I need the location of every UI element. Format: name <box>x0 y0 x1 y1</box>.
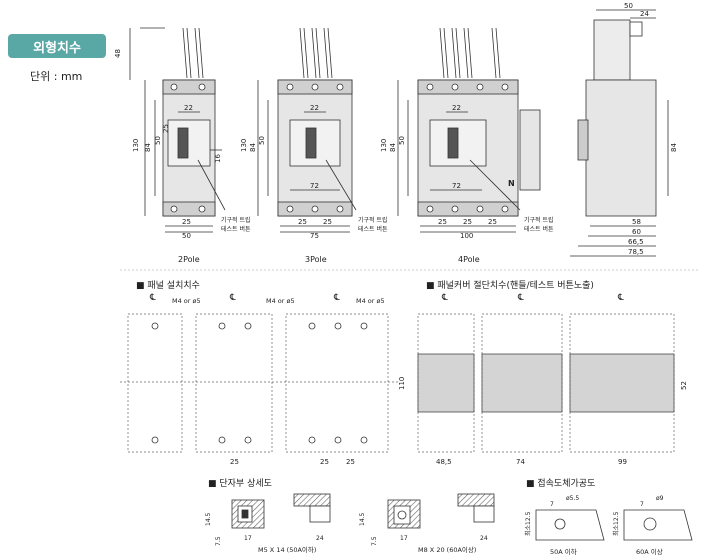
dim-7-term-2: 7.5 <box>371 536 378 546</box>
dim-52-cut: 52 <box>680 381 688 390</box>
breaker-3pole <box>257 27 357 233</box>
dim-16-2p: 16 <box>214 154 222 163</box>
dim-pitch-3p-b: 25 <box>323 218 332 226</box>
dim-110: 110 <box>398 377 406 390</box>
dim-pitch-4p-a: 25 <box>438 218 447 226</box>
busbar-min-1: 최소12.5 <box>524 511 532 536</box>
busbar-caption-1: 50A 이하 <box>550 547 577 556</box>
panel-cut-drawings <box>417 313 675 453</box>
callout-4p-l2: 테스트 버튼 <box>524 225 554 233</box>
callout-2p-l1: 기구적 트립 <box>221 216 251 224</box>
dim-60-side: 60 <box>632 228 641 236</box>
hole-label-1: M4 or ø5 <box>172 297 201 305</box>
neutral-mark: N <box>508 179 515 188</box>
busbar-drawings <box>535 509 693 541</box>
dim-17-term-1: 17 <box>244 535 252 542</box>
cl-mark-2: ℄ <box>229 293 236 303</box>
dim-width-4p: 100 <box>460 232 473 240</box>
dim-width-3p: 75 <box>310 232 319 240</box>
dim-24-term-2: 24 <box>480 535 488 542</box>
dim-66-side: 66,5 <box>628 238 644 246</box>
callout-3p-l1: 기구적 트립 <box>358 216 388 224</box>
dim-48: 48 <box>114 49 122 58</box>
terminal-title: ■ 단자부 상세도 <box>208 478 272 489</box>
busbar-caption-2: 60A 이상 <box>636 547 663 556</box>
dim-pitch-4p-c: 25 <box>488 218 497 226</box>
dim-pitch-3p-a: 25 <box>298 218 307 226</box>
cl-cut-1: ℄ <box>441 293 448 303</box>
dim-50-4p: 50 <box>398 136 406 145</box>
dim-84-3p: 84 <box>249 143 257 152</box>
section-badge: 외형치수 <box>8 34 106 58</box>
dim-48-cut: 48,5 <box>436 458 452 466</box>
dim-84-side: 84 <box>670 143 678 152</box>
dim-99-cut: 99 <box>618 458 627 466</box>
dim-24-term-1: 24 <box>316 535 324 542</box>
panel-cut-title: ■ 패널커버 절단치수(핸들/테스트 버튼노출) <box>426 279 594 291</box>
dim-72-4p: 72 <box>452 182 461 190</box>
hole-label-3: M4 or ø5 <box>356 297 385 305</box>
cl-cut-3: ℄ <box>617 293 624 303</box>
label-2pole: 2Pole <box>178 255 200 264</box>
dim-50-2p: 50 <box>154 136 162 145</box>
dim-24-side: 24 <box>640 10 649 18</box>
dim-84-2p: 84 <box>144 143 152 152</box>
dim-width-2p: 50 <box>182 232 191 240</box>
dim-14-term-2: 14.5 <box>359 512 366 526</box>
dim-78-side: 78,5 <box>628 248 644 256</box>
dim-58-side: 58 <box>632 218 641 226</box>
callout-3p-l2: 테스트 버튼 <box>358 225 388 233</box>
label-4pole: 4Pole <box>458 255 480 264</box>
busbar-title: ■ 접속도체가공도 <box>526 477 595 489</box>
dim-25-2p: 25 <box>162 124 170 133</box>
breaker-2pole <box>129 27 226 233</box>
side-view <box>570 9 669 257</box>
cl-mark-1: ℄ <box>149 293 156 303</box>
dim-130-3p: 130 <box>240 139 248 152</box>
cl-cut-2: ℄ <box>517 293 524 303</box>
breaker-4pole <box>397 27 541 233</box>
dim-74-cut: 74 <box>516 458 525 466</box>
label-3pole: 3Pole <box>305 255 327 264</box>
dim-14-term-1: 14.5 <box>205 512 212 526</box>
dim-pitch-2p: 25 <box>182 218 191 226</box>
hole-label-2: M4 or ø5 <box>266 297 295 305</box>
dim-84-4p: 84 <box>389 143 397 152</box>
busbar-d7-1: 7 <box>550 501 554 508</box>
busbar-dia-1: ø5.5 <box>566 495 579 502</box>
dim-25-mount-2: 25 <box>320 458 329 466</box>
dim-50-side: 50 <box>624 2 633 10</box>
dim-pitch-4p-b: 25 <box>463 218 472 226</box>
terminal-drawings <box>231 493 495 529</box>
unit-label: 단위 : mm <box>30 70 83 83</box>
dim-130-2p: 130 <box>132 139 140 152</box>
dim-25-mount-1: 25 <box>230 458 239 466</box>
dim-50-3p: 50 <box>258 136 266 145</box>
busbar-min-2: 최소12.5 <box>612 511 620 536</box>
panel-mount-title: ■ 패널 설치치수 <box>136 279 200 291</box>
dim-22-3p: 22 <box>310 104 319 112</box>
terminal-caption-2: M8 X 20 (60A이상) <box>418 545 476 554</box>
callout-4p-l1: 기구적 트립 <box>524 216 554 224</box>
dim-22-4p: 22 <box>452 104 461 112</box>
dim-7-term-1: 7.5 <box>215 536 222 546</box>
dim-25-mount-3: 25 <box>346 458 355 466</box>
busbar-d7-2: 7 <box>640 501 644 508</box>
panel-mount-holes <box>151 322 368 444</box>
dim-17-term-2: 17 <box>400 535 408 542</box>
panel-mount-drawings <box>120 313 400 453</box>
terminal-caption-1: M5 X 14 (50A이하) <box>258 545 316 554</box>
dim-130-4p: 130 <box>380 139 388 152</box>
busbar-dia-2: ø9 <box>656 495 664 502</box>
cl-mark-3: ℄ <box>333 293 340 303</box>
callout-2p-l2: 테스트 버튼 <box>221 225 251 233</box>
dim-72-3p: 72 <box>310 182 319 190</box>
dim-22-2p: 22 <box>184 104 193 112</box>
